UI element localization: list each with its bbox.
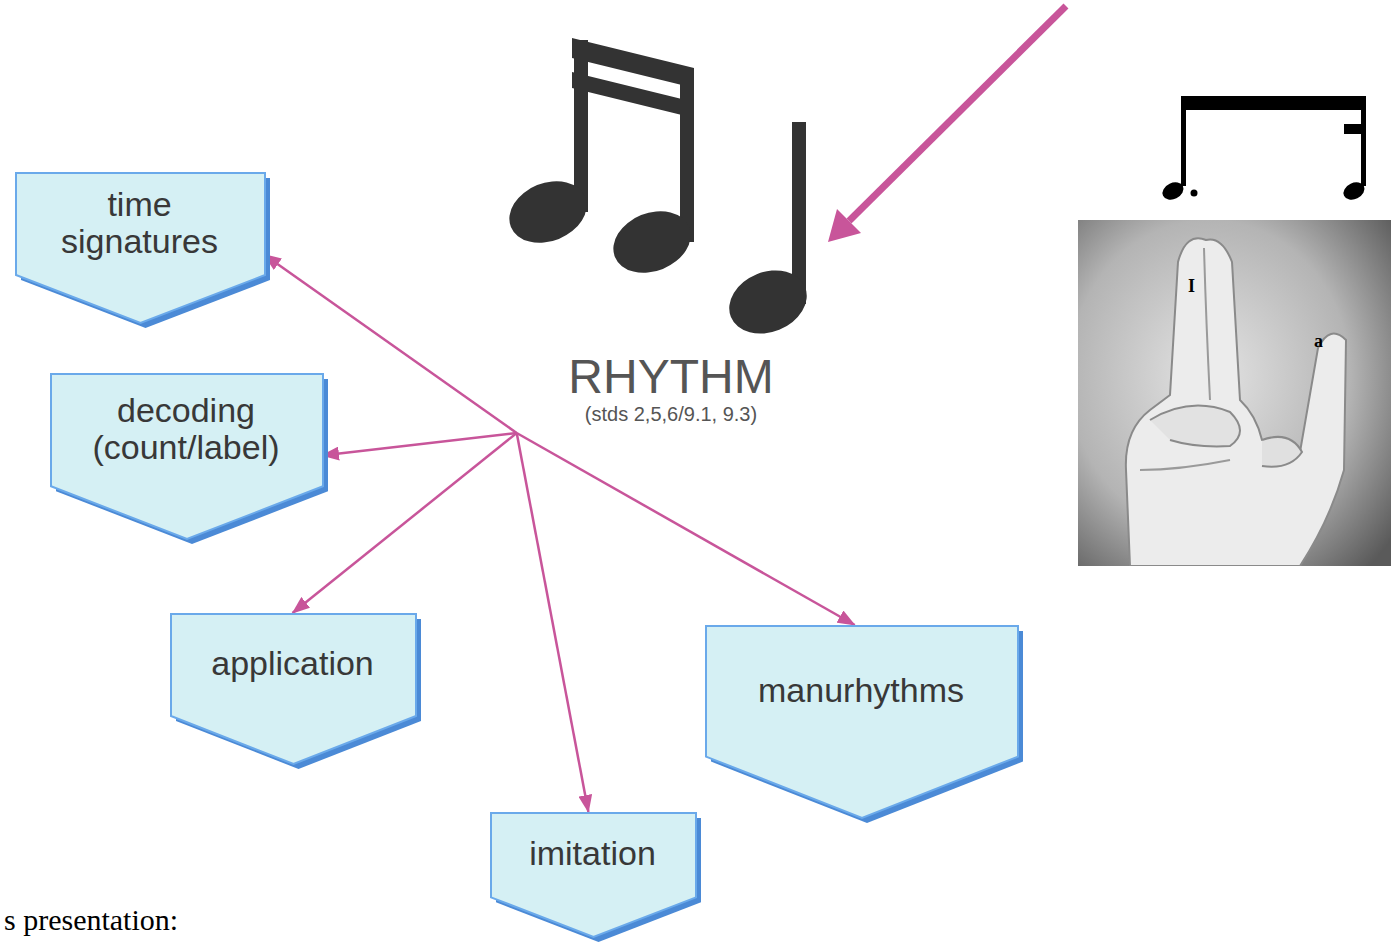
pentagon-outline xyxy=(170,613,423,771)
node-title: imitation xyxy=(529,835,656,872)
node-title: RHYTHM xyxy=(568,351,773,404)
box-fill xyxy=(51,374,323,539)
text-area: time signatures xyxy=(15,172,264,274)
finger-label: I xyxy=(1188,277,1195,297)
topic-box: imitation xyxy=(490,812,695,936)
text-area: decoding (count/label) xyxy=(50,373,322,485)
notes-icon xyxy=(500,38,816,345)
node-title: manurhythms xyxy=(758,672,964,709)
node-note: (stds 2,5,6/9.1, 9.3) xyxy=(585,403,757,425)
rhythm-notation xyxy=(1160,96,1368,203)
box-fill xyxy=(16,173,265,323)
connector-arrow xyxy=(322,433,517,456)
caption-fragment: s presentation: xyxy=(4,903,178,936)
topic-box: application xyxy=(170,613,415,763)
text-area: application xyxy=(170,613,415,715)
node-title: decoding (count/label) xyxy=(60,392,312,467)
connector-arrow xyxy=(517,433,855,625)
text-area: manurhythms xyxy=(705,625,1017,756)
finger-label: a xyxy=(1314,332,1323,352)
pointer-arrow xyxy=(828,6,1066,242)
hand-photo xyxy=(1078,220,1391,566)
box-fill xyxy=(491,813,696,937)
connector-arrow xyxy=(517,433,589,812)
topic-box: decoding (count/label) xyxy=(50,373,322,538)
pentagon-outline xyxy=(490,812,703,942)
node-title: application xyxy=(211,645,374,682)
node-title: time signatures xyxy=(25,186,254,261)
text-area: RHYTHM(stds 2,5,6/9.1, 9.3) xyxy=(508,343,798,433)
box-fill xyxy=(706,626,1018,818)
hub-title: RHYTHM(stds 2,5,6/9.1, 9.3) xyxy=(508,343,798,433)
text-area: imitation xyxy=(490,812,695,896)
pentagon-outline xyxy=(705,625,1025,825)
box-fill xyxy=(171,614,416,764)
topic-box: manurhythms xyxy=(705,625,1017,817)
topic-box: time signatures xyxy=(15,172,264,322)
